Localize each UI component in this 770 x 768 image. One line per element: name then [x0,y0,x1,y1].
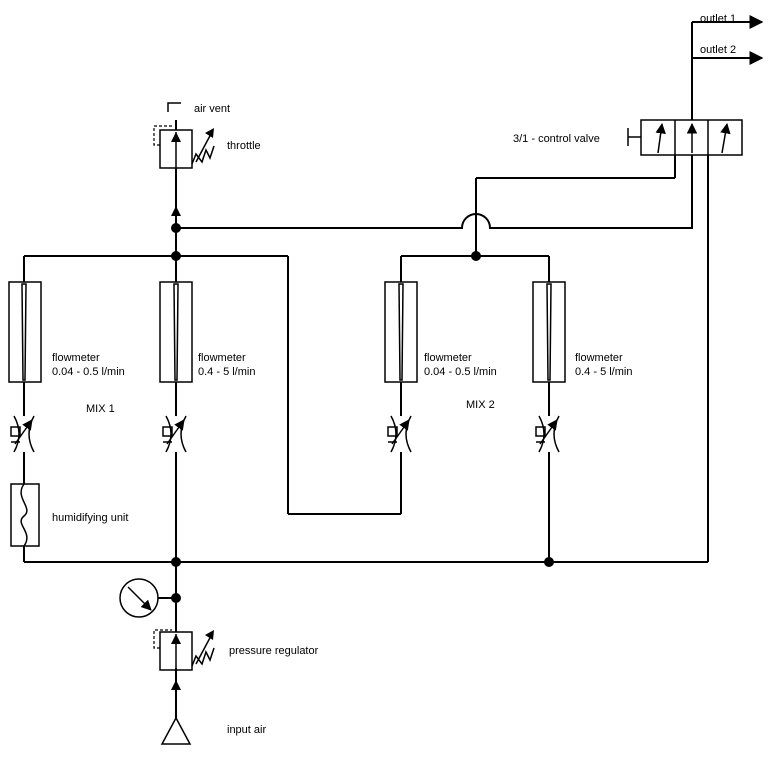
flowmeter-4 [532,281,566,383]
outlet-1-label: outlet 1 [700,13,736,25]
control-valve-label: 3/1 - control valve [513,133,600,145]
pipe-network [23,15,764,718]
pressure-regulator-label: pressure regulator [229,645,319,657]
flowmeter-1-name: flowmeter [52,352,100,364]
flowmeter-1-range: 0.04 - 0.5 l/min [52,366,125,378]
junction-dots [171,223,554,603]
throttle-label: throttle [227,140,261,152]
needle-valve-4 [535,415,560,453]
flowmeter-2-name: flowmeter [198,352,246,364]
input-air-label: input air [227,724,266,736]
mix-1-label: MIX 1 [86,403,115,415]
humidifier-symbol [10,483,40,547]
humidifying-unit-label: humidifying unit [52,512,128,524]
mix-2-label: MIX 2 [466,399,495,411]
pressure-regulator-symbol [153,629,215,671]
throttle-valve-symbol [153,102,215,169]
needle-valve-1 [10,415,35,453]
needle-valve-3 [387,415,412,453]
flowmeter-3-name: flowmeter [424,352,472,364]
control-valve-symbol [627,119,743,156]
air-vent-label: air vent [194,103,230,115]
flowmeter-4-range: 0.4 - 5 l/min [575,366,632,378]
flowmeter-4-name: flowmeter [575,352,623,364]
flowmeter-3-range: 0.04 - 0.5 l/min [424,366,497,378]
flowmeter-3 [384,281,418,383]
flowmeter-1 [8,281,42,383]
flowmeter-2 [159,281,193,383]
outlet-2-label: outlet 2 [700,44,736,56]
flowmeter-2-range: 0.4 - 5 l/min [198,366,255,378]
pressure-gauge-symbol [119,578,159,618]
air-source-symbol [160,716,192,745]
needle-valve-2 [162,415,187,453]
